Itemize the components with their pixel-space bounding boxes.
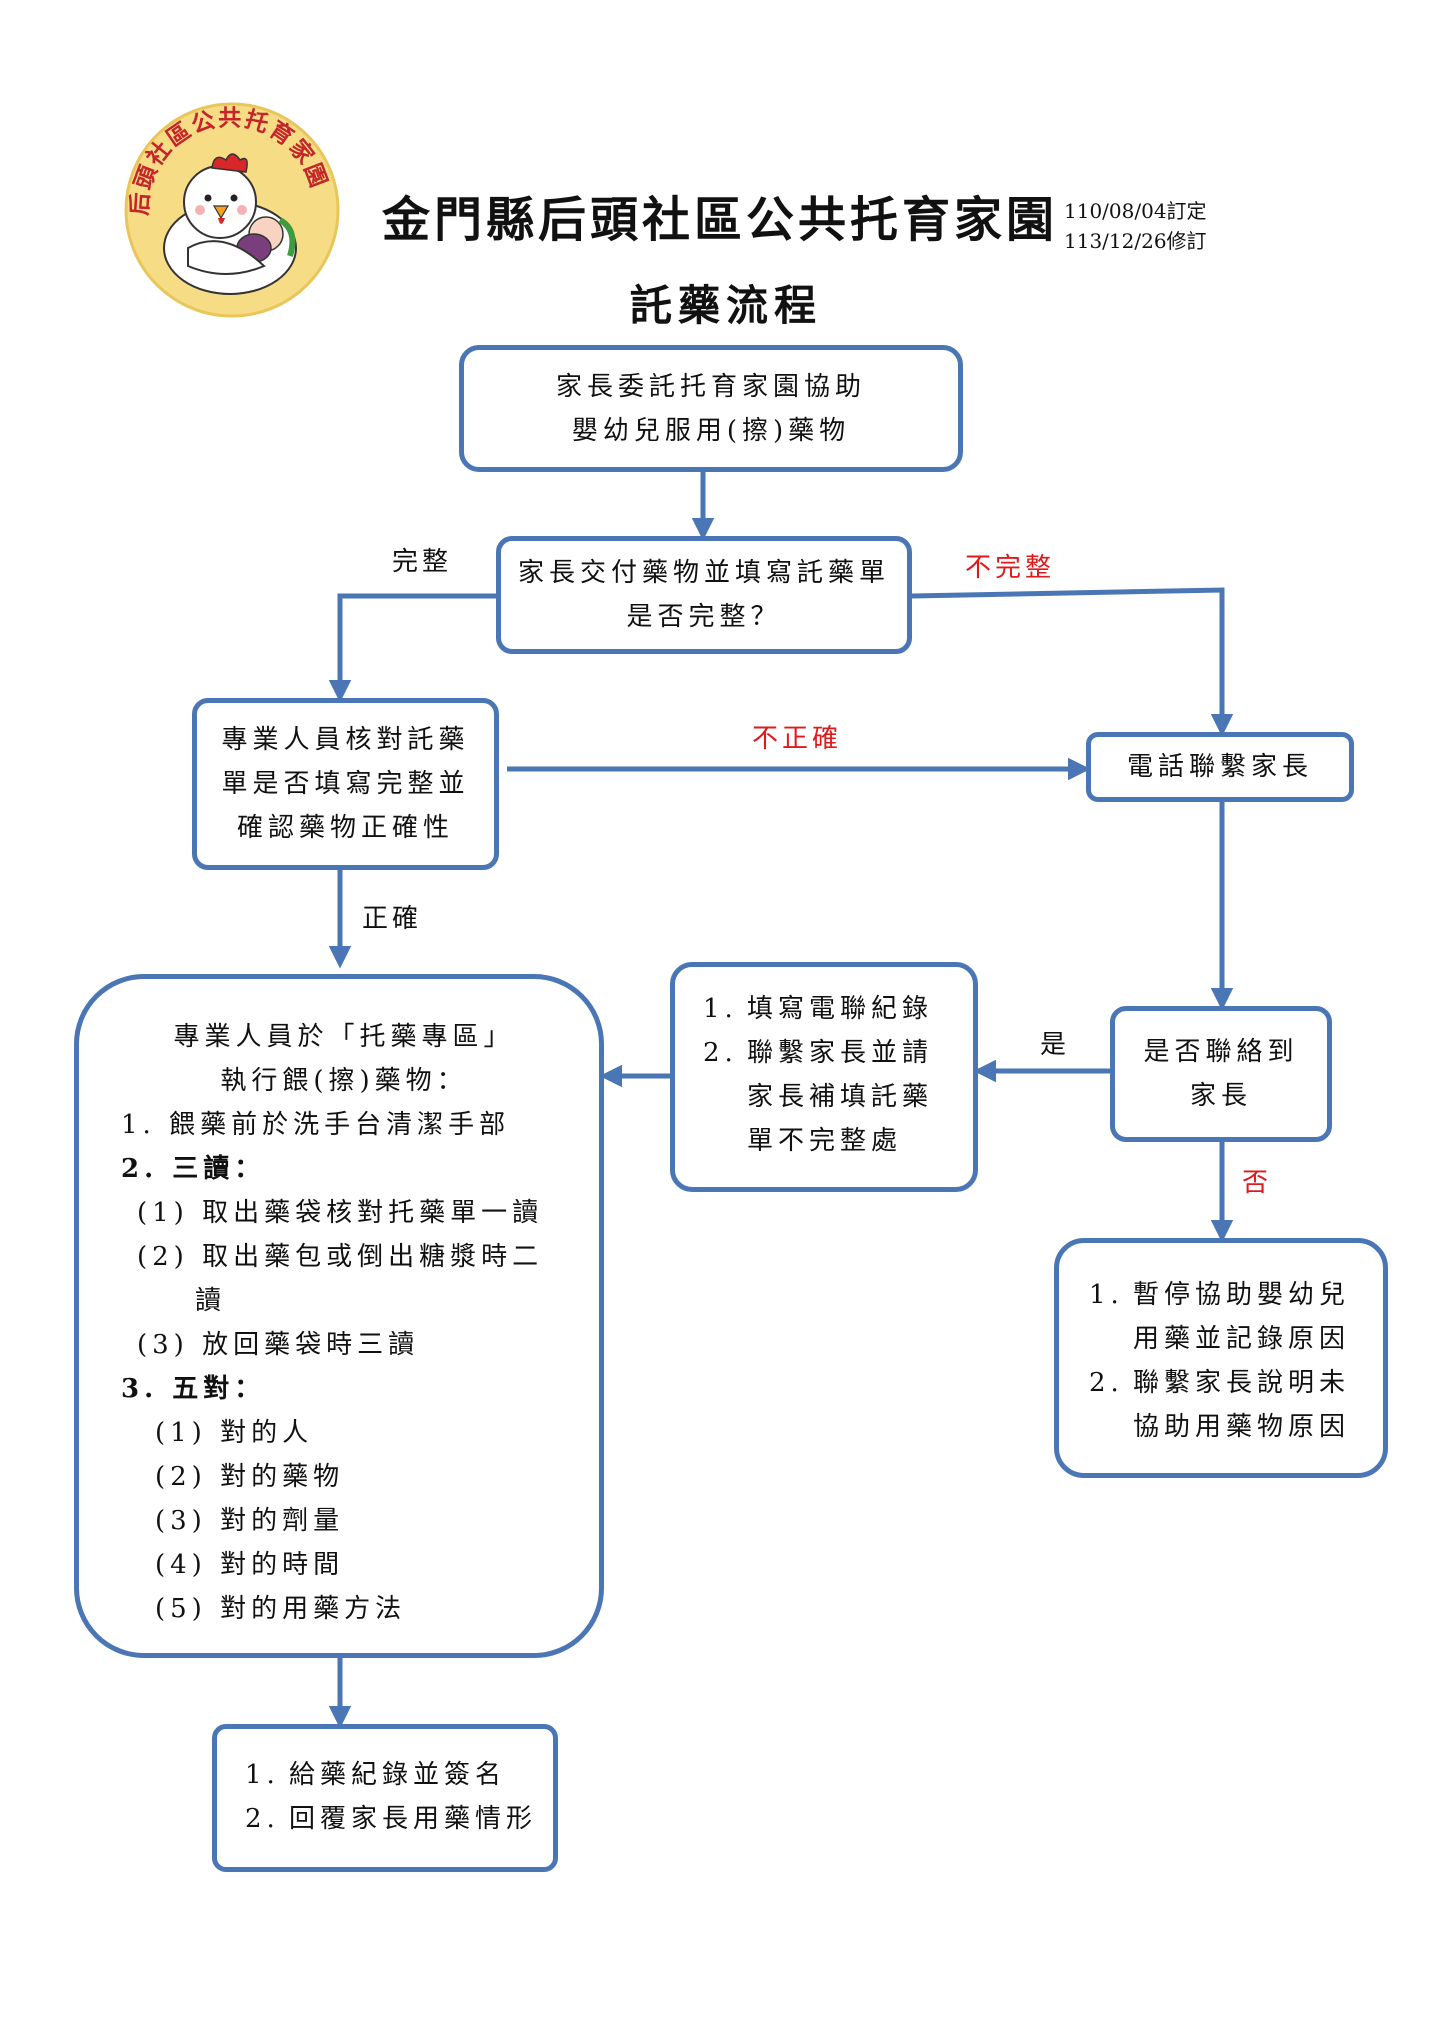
final-num: 1. [245,1760,280,1790]
final-text: 給藥紀錄並簽名 [289,1760,507,1790]
execute-step-3-title: 3. 五對： [121,1374,266,1404]
check-form-box: 家長交付藥物並填寫託藥單 是否完整？ [496,536,912,654]
record-call-text: 聯繫家長並請 [747,1038,934,1068]
check-form-line-1: 家長交付藥物並填寫託藥單 [517,558,890,588]
suspend-item: 2. 聯繫家長說明未 [1089,1361,1383,1405]
suspend-text: 暫停協助嬰幼兒 [1133,1280,1351,1310]
suspend-item: 協助用藥物原因 [1089,1405,1383,1449]
arrow-check-to-call [911,587,1234,737]
label-complete: 完整 [392,547,453,577]
final-num: 2. [245,1804,280,1834]
reached-question-box: 是否聯絡到 家長 [1110,1006,1332,1142]
date-revised: 113/12/26修訂 [1064,229,1207,253]
start-line-1: 家長委託托育家園協助 [555,371,866,402]
record-call-item: 1. 填寫電聯紀錄 [703,987,973,1031]
date-created: 110/08/04訂定 [1064,199,1207,223]
execute-step-2-title: 2. 三讀： [121,1154,266,1184]
read-step: 讀 [195,1286,227,1316]
verify-line-2: 單是否填寫完整並 [221,769,470,799]
label-incomplete: 不完整 [965,553,1056,583]
final-item: 2. 回覆家長用藥情形 [245,1797,553,1841]
arrow-check-to-verify [328,593,496,703]
record-call-num: 1. [703,994,738,1024]
suspend-text: 聯繫家長說明未 [1133,1368,1351,1398]
suspend-num: 1. [1089,1280,1124,1310]
suspend-item: 用藥並記錄原因 [1089,1317,1383,1361]
execute-intro-1: 專業人員於「托藥專區」 [173,1022,515,1052]
execute-box: 專業人員於「托藥專區」 執行餵(擦)藥物： 1. 餵藥前於洗手台清潔手部 2. … [74,974,604,1658]
reached-line-2: 家長 [1189,1081,1252,1111]
call-parent-box: 電話聯繫家長 [1086,732,1354,802]
record-call-num: 2. [703,1038,738,1068]
suspend-item: 1. 暫停協助嬰幼兒 [1089,1273,1383,1317]
label-yes: 是 [1040,1030,1071,1060]
final-box: 1. 給藥紀錄並簽名 2. 回覆家長用藥情形 [212,1724,558,1872]
record-call-text: 填寫電聯紀錄 [747,994,934,1024]
suspend-num: 2. [1089,1368,1124,1398]
verify-box: 專業人員核對託藥 單是否填寫完整並 確認藥物正確性 [192,698,499,870]
verify-line-3: 確認藥物正確性 [236,813,454,843]
execute-intro-2: 執行餵(擦)藥物： [220,1066,468,1096]
read-step: (2) 取出藥包或倒出糖漿時二 [137,1242,544,1272]
suspend-box: 1. 暫停協助嬰幼兒 用藥並記錄原因 2. 聯繫家長說明未 協助用藥物原因 [1054,1238,1388,1478]
right-step: (3) 對的劑量 [155,1506,345,1536]
start-line-2: 嬰幼兒服用(擦)藥物 [571,415,851,446]
page-title: 金門縣后頭社區公共托育家園 [382,192,1059,248]
final-item: 1. 給藥紀錄並簽名 [245,1753,553,1797]
call-parent-text: 電話聯繫家長 [1126,752,1313,782]
right-step: (1) 對的人 [155,1418,314,1448]
reached-line-1: 是否聯絡到 [1143,1037,1299,1067]
final-text: 回覆家長用藥情形 [289,1804,538,1834]
record-call-text: 單不完整處 [747,1126,903,1156]
suspend-text: 用藥並記錄原因 [1133,1324,1351,1354]
label-incorrect: 不正確 [752,724,843,754]
record-call-box: 1. 填寫電聯紀錄 2. 聯繫家長並請 家長補填託藥 單不完整處 [670,962,978,1192]
start-box: 家長委託托育家園協助 嬰幼兒服用(擦)藥物 [459,345,963,472]
record-call-item: 家長補填託藥 [703,1075,973,1119]
verify-line-1: 專業人員核對託藥 [221,725,470,755]
read-step: (3) 放回藥袋時三讀 [137,1330,420,1360]
diagram-subtitle: 託藥流程 [630,281,823,330]
record-call-item: 單不完整處 [703,1119,973,1163]
right-step: (5) 對的用藥方法 [155,1594,407,1624]
execute-step-1: 1. 餵藥前於洗手台清潔手部 [121,1110,511,1140]
label-correct: 正確 [362,904,423,934]
read-step: (1) 取出藥袋核對托藥單一讀 [137,1198,544,1228]
organization-logo: 后頭社區公共托育家園 [124,102,340,318]
right-step: (4) 對的時間 [155,1550,345,1580]
label-no: 否 [1242,1168,1273,1198]
record-call-text: 家長補填託藥 [747,1082,934,1112]
suspend-text: 協助用藥物原因 [1133,1412,1351,1442]
check-form-line-2: 是否完整？ [626,602,782,632]
right-step: (2) 對的藥物 [155,1462,345,1492]
record-call-item: 2. 聯繫家長並請 [703,1031,973,1075]
